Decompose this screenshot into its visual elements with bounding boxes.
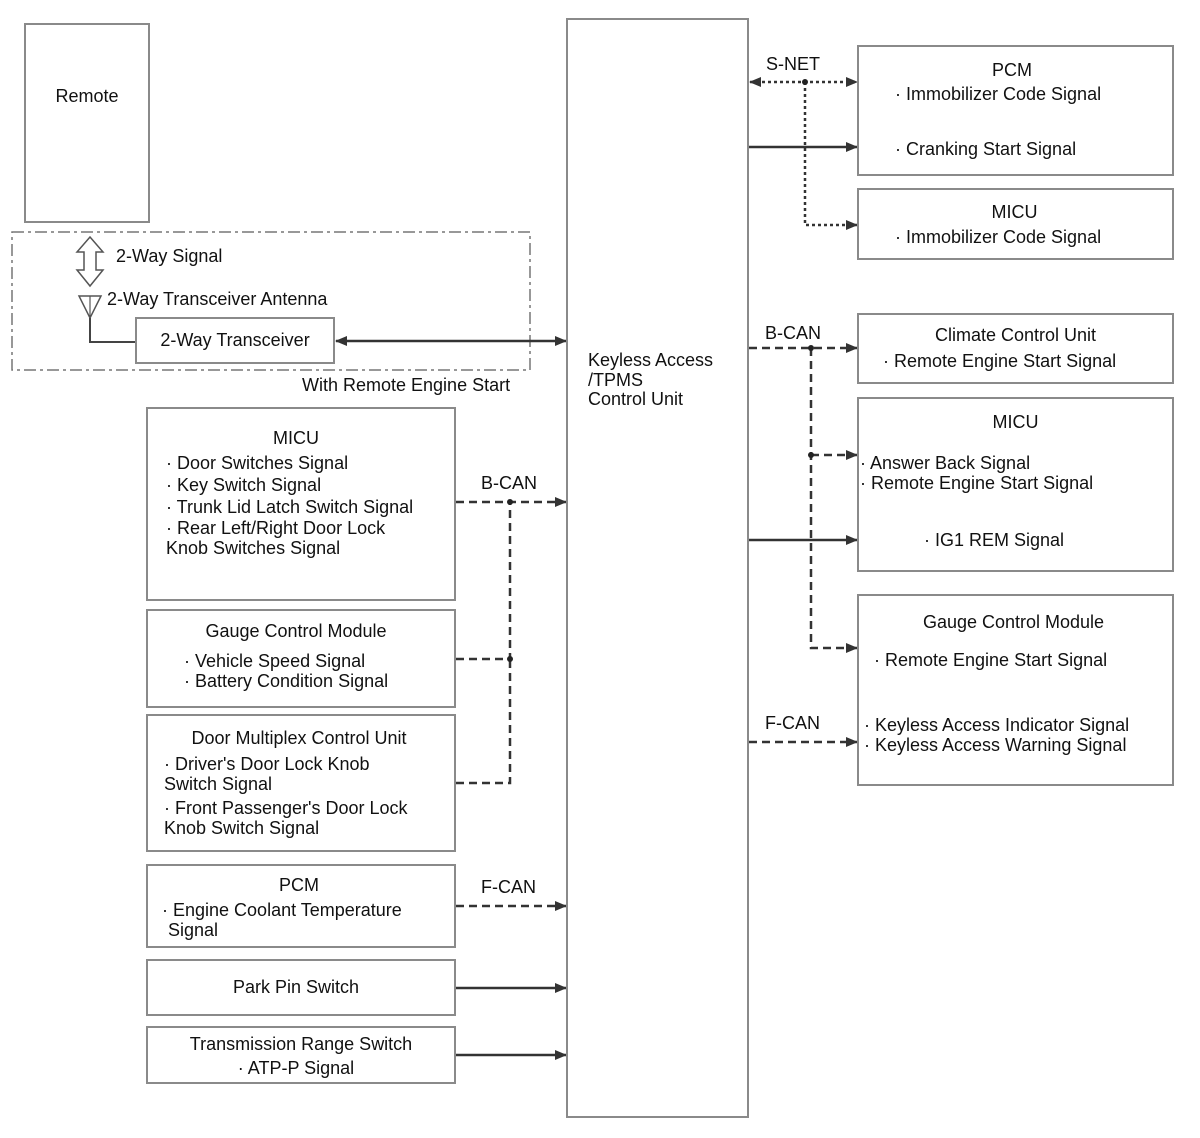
- two-way-transceiver-label: 2-Way Transceiver: [160, 330, 310, 350]
- left-micu-line: · Key Switch Signal: [166, 475, 322, 495]
- bcan-left-label: B-CAN: [481, 473, 538, 493]
- right-pcm-cranking-line: · Cranking Start Signal: [895, 139, 1077, 159]
- right-pcm-immobilizer-line: · Immobilizer Code Signal: [895, 84, 1102, 104]
- left-gauge-line: · Vehicle Speed Signal: [184, 651, 366, 671]
- right-gauge-warning-line: · Keyless Access Warning Signal: [864, 735, 1127, 755]
- remote-label: Remote: [55, 86, 119, 106]
- door-multiplex-box: [146, 714, 456, 852]
- antenna-label: 2-Way Transceiver Antenna: [107, 289, 328, 309]
- fcan-right-label: F-CAN: [765, 713, 820, 733]
- transmission-range-switch-box: [146, 1026, 456, 1084]
- park-pin-switch-box: [146, 959, 456, 1016]
- remote-engine-start-group-border: [11, 231, 531, 371]
- control-unit-line2: /TPMS: [588, 370, 644, 390]
- left-micu-line: Knob Switches Signal: [166, 538, 341, 558]
- right-micu-top-title: MICU: [991, 202, 1038, 222]
- door-multiplex-title: Door Multiplex Control Unit: [191, 728, 407, 748]
- remote-box: [24, 23, 150, 223]
- left-pcm-title: PCM: [279, 875, 319, 895]
- right-gauge-indicator-line: · Keyless Access Indicator Signal: [864, 715, 1130, 735]
- left-pcm-box: [146, 864, 456, 948]
- keyless-access-control-unit-box: [566, 18, 749, 1118]
- two-way-transceiver-box: [135, 317, 335, 364]
- right-micu-mid-ig1-line: · IG1 REM Signal: [924, 530, 1065, 550]
- right-gauge-remote-start-line: · Remote Engine Start Signal: [874, 650, 1108, 670]
- left-micu-line: · Trunk Lid Latch Switch Signal: [166, 497, 414, 517]
- right-micu-mid-remote-start-line: · Remote Engine Start Signal: [860, 473, 1094, 493]
- snet-label: S-NET: [766, 54, 820, 74]
- left-pcm-line: Signal: [168, 920, 219, 940]
- left-micu-line: · Rear Left/Right Door Lock: [166, 518, 386, 538]
- left-gauge-line: · Battery Condition Signal: [184, 671, 389, 691]
- park-pin-switch-title: Park Pin Switch: [232, 977, 360, 997]
- right-gauge-box: [857, 594, 1174, 786]
- right-gauge-title: Gauge Control Module: [922, 612, 1105, 632]
- door-multiplex-line: Switch Signal: [164, 774, 273, 794]
- left-micu-title: MICU: [273, 428, 319, 448]
- right-micu-mid-title: MICU: [992, 412, 1039, 432]
- two-way-signal-label: 2-Way Signal: [116, 246, 223, 266]
- two-way-signal-arrow-icon: [75, 235, 105, 288]
- right-micu-mid-answer-back-line: · Answer Back Signal: [860, 453, 1031, 473]
- right-pcm-title: PCM: [992, 60, 1032, 80]
- fcan-left-label: F-CAN: [481, 877, 536, 897]
- left-gauge-title: Gauge Control Module: [205, 621, 387, 641]
- remote-start-group-caption: With Remote Engine Start: [302, 375, 511, 395]
- door-multiplex-line: Knob Switch Signal: [164, 818, 320, 838]
- climate-control-unit-line: · Remote Engine Start Signal: [883, 351, 1117, 371]
- right-pcm-box: [857, 45, 1174, 176]
- climate-control-unit-box: [857, 313, 1174, 384]
- right-micu-top-line: · Immobilizer Code Signal: [895, 227, 1102, 247]
- door-multiplex-line: · Front Passenger's Door Lock: [164, 798, 408, 818]
- left-micu-box: [146, 407, 456, 601]
- control-unit-line3: Control Unit: [588, 389, 684, 409]
- right-micu-top-box: [857, 188, 1174, 260]
- bcan-right-label: B-CAN: [765, 323, 822, 343]
- door-multiplex-line: · Driver's Door Lock Knob: [164, 754, 370, 774]
- climate-control-unit-title: Climate Control Unit: [934, 325, 1097, 345]
- transmission-range-switch-title: Transmission Range Switch: [189, 1034, 413, 1054]
- right-micu-mid-box: [857, 397, 1174, 572]
- left-micu-line: · Door Switches Signal: [166, 453, 349, 473]
- left-pcm-line: · Engine Coolant Temperature: [162, 900, 402, 920]
- left-gauge-box: [146, 609, 456, 708]
- transmission-range-switch-line: · ATP-P Signal: [237, 1058, 355, 1078]
- control-unit-line1: Keyless Access: [588, 350, 714, 370]
